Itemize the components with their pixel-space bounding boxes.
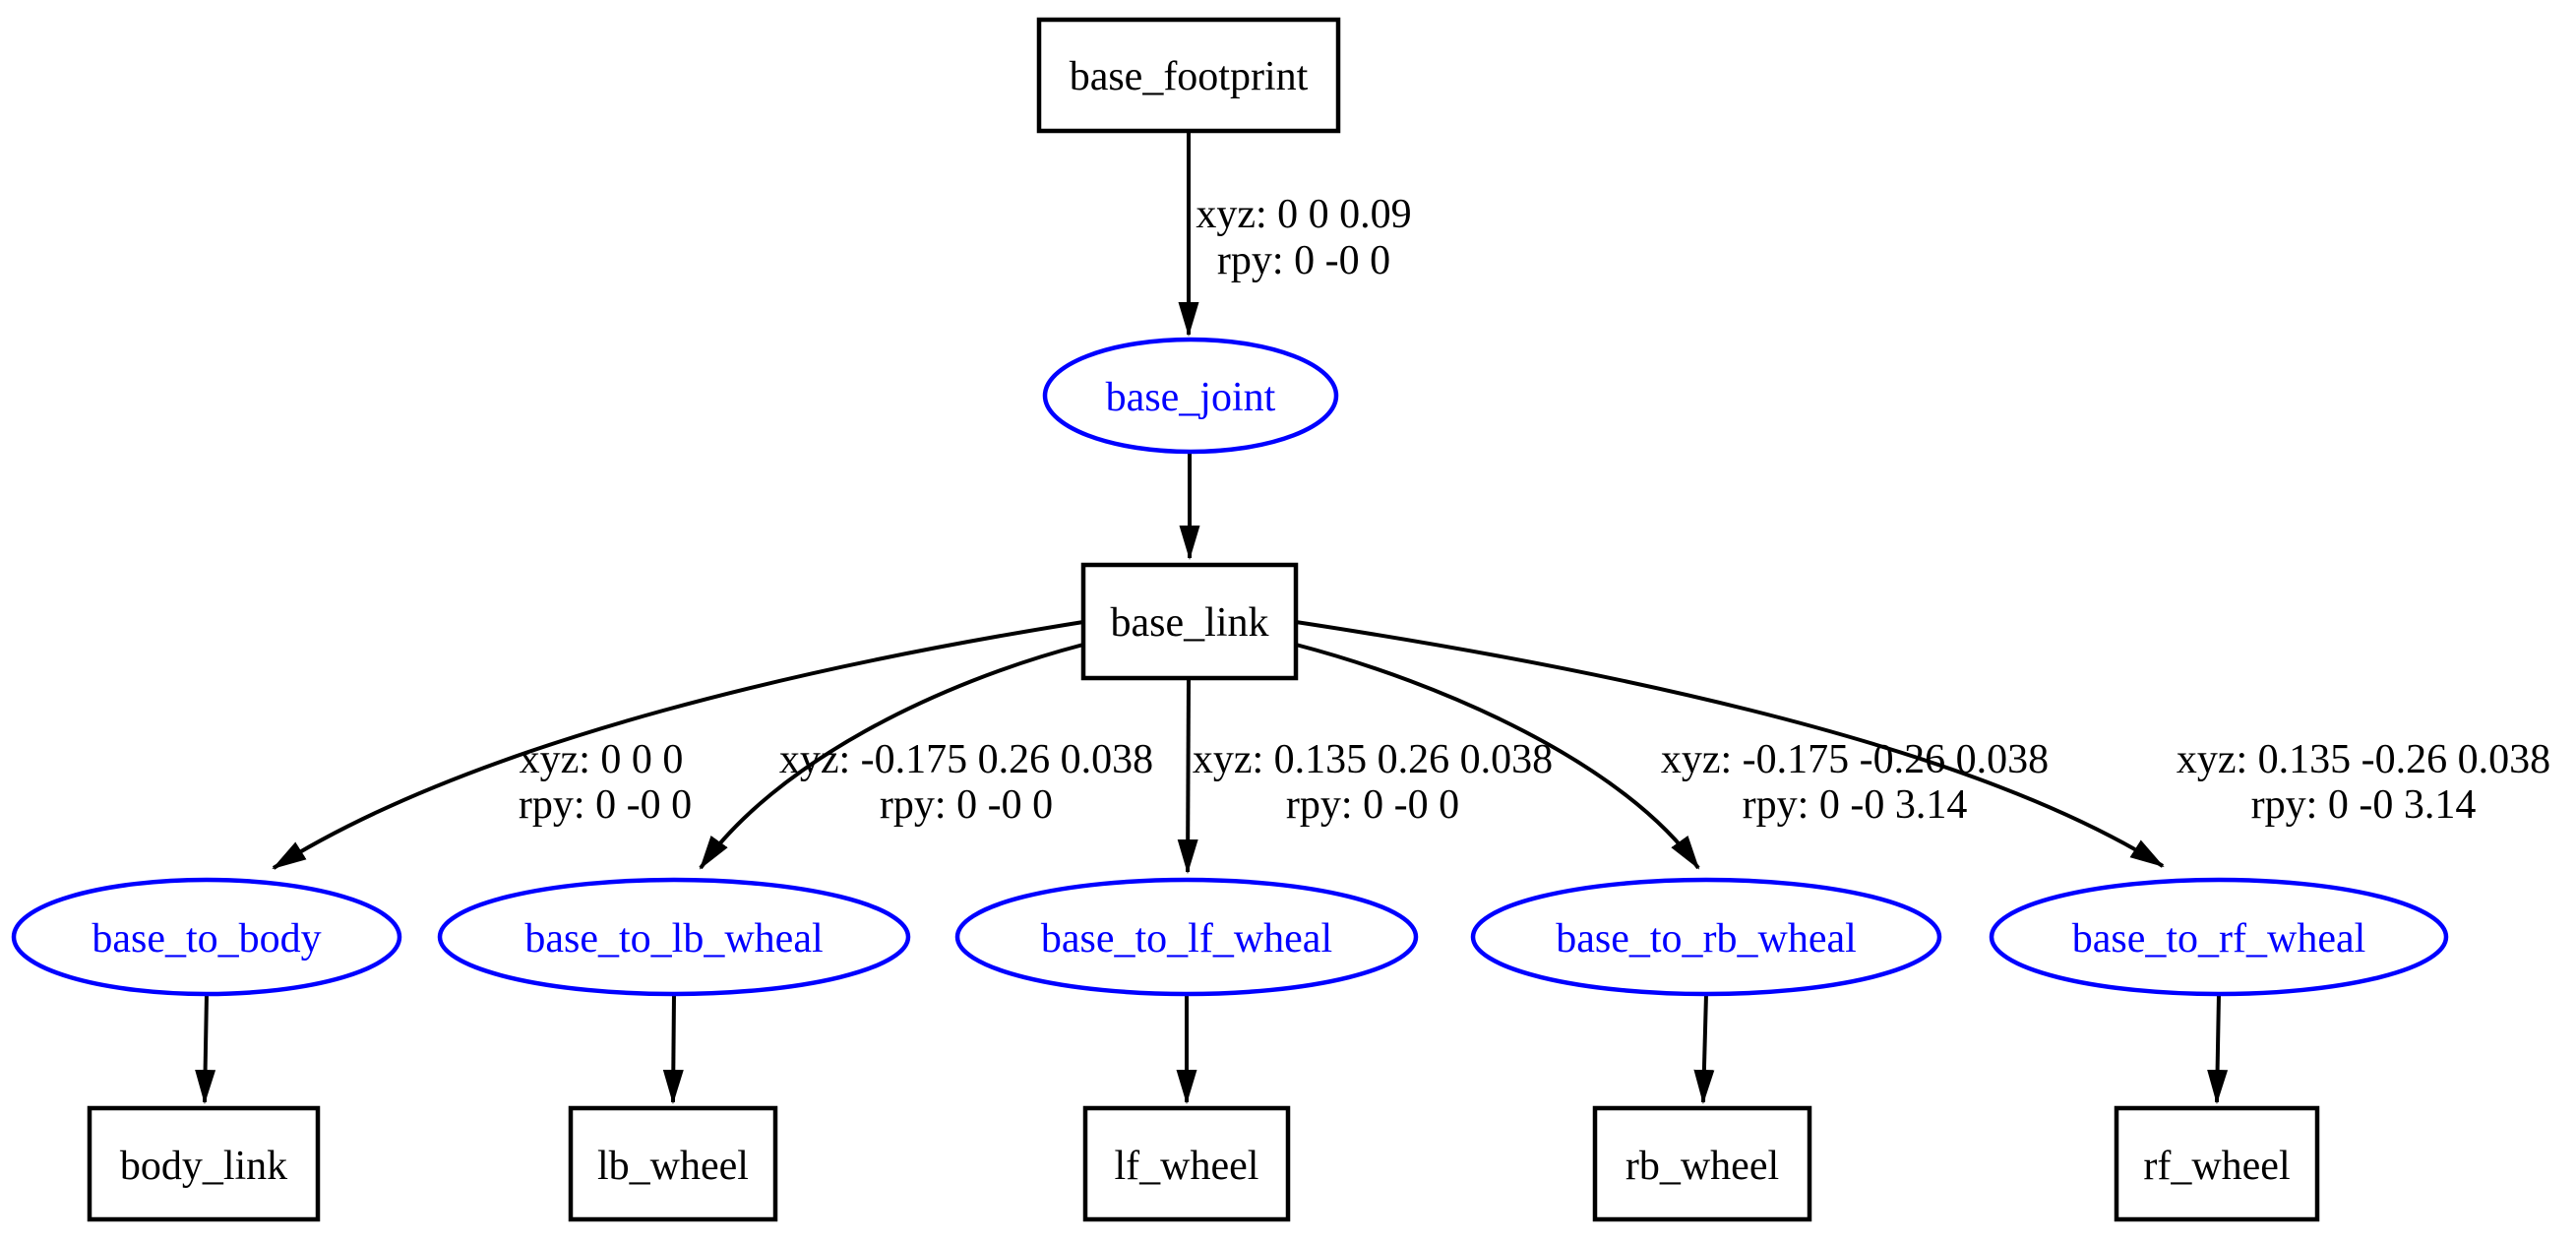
node-lb-wheel-box — [568, 1105, 778, 1222]
edge-base-to-body-to-body-link — [195, 993, 216, 1104]
node-base-footprint-box — [1036, 17, 1341, 134]
node-base-joint-ellipse — [1042, 337, 1339, 455]
edge-base-link-to-base-to-rb-wheal — [1295, 643, 1700, 870]
node-base-to-lb-wheal: base_to_lb_wheal — [437, 877, 911, 997]
edge-base-link-to-base-to-body — [272, 620, 1084, 870]
edge-label-base-to-rf-wheal-xyz: xyz: 0.135 -0.26 0.038 — [2177, 737, 2550, 782]
node-lf-wheel: lf_wheel — [1082, 1105, 1291, 1222]
node-base-link-box — [1080, 562, 1299, 681]
edge-label-base-to-lf-wheal-xyz: xyz: 0.135 0.26 0.038 — [1193, 737, 1553, 782]
edge-label-base-to-body-xyz: xyz: 0 0 0 — [520, 737, 684, 782]
node-lf-wheel-label: lf_wheel — [1115, 1144, 1259, 1189]
node-rb-wheel-label: rb_wheel — [1625, 1144, 1779, 1189]
edge-base-to-rb-wheal-to-rb-wheel — [1693, 993, 1715, 1104]
node-body-link: body_link — [87, 1105, 321, 1222]
node-base-to-rf-wheal: base_to_rf_wheal — [1989, 877, 2449, 997]
node-rb-wheel: rb_wheel — [1592, 1105, 1812, 1222]
node-base-to-body: base_to_body — [11, 877, 402, 997]
node-base-to-rb-wheal-label: base_to_rb_wheal — [1556, 916, 1857, 962]
node-rf-wheel-box — [2114, 1105, 2320, 1222]
node-base-footprint: base_footprint — [1036, 17, 1341, 134]
node-body-link-box — [87, 1105, 321, 1222]
node-base-joint-label: base_joint — [1106, 375, 1276, 420]
node-base-to-rf-wheal-ellipse — [1989, 877, 2449, 997]
edges — [195, 133, 2229, 1104]
node-base-footprint-label: base_footprint — [1070, 54, 1309, 99]
node-lb-wheel: lb_wheel — [568, 1105, 778, 1222]
edge-base-link-to-base-to-lf-wheal — [1177, 678, 1198, 874]
edge-label-base-to-rb-wheal-rpy: rpy: 0 -0 3.14 — [1743, 782, 1968, 828]
node-base-to-rb-wheal: base_to_rb_wheal — [1470, 877, 1942, 997]
node-base-link: base_link — [1080, 562, 1299, 681]
node-base-to-body-ellipse — [11, 877, 402, 997]
node-lf-wheel-box — [1082, 1105, 1291, 1222]
edge-label-base-to-rf-wheal-rpy: rpy: 0 -0 3.14 — [2251, 782, 2477, 828]
edge-label-base-joint-xyz: xyz: 0 0 0.09 — [1196, 192, 1411, 237]
node-body-link-label: body_link — [120, 1144, 287, 1189]
edge-label-base-to-lf-wheal-rpy: rpy: 0 -0 0 — [1286, 782, 1459, 828]
edge-label-base-joint-rpy: rpy: 0 -0 0 — [1217, 238, 1390, 283]
node-rb-wheel-box — [1592, 1105, 1812, 1222]
edge-label-base-to-lb-wheal-rpy: rpy: 0 -0 0 — [880, 782, 1053, 828]
edge-base-to-rf-wheal-to-rf-wheel — [2207, 993, 2229, 1104]
edge-labels: xyz: 0 0 0.09 rpy: 0 -0 0 xyz: 0 0 0 rpy… — [519, 192, 2550, 828]
edge-base-link-to-base-to-lb-wheal — [699, 643, 1084, 870]
edge-label-base-to-lb-wheal-xyz: xyz: -0.175 0.26 0.038 — [779, 737, 1153, 782]
node-base-to-lf-wheal: base_to_lf_wheal — [954, 877, 1419, 997]
edge-base-to-lb-wheal-to-lb-wheel — [662, 993, 684, 1104]
node-rf-wheel: rf_wheel — [2114, 1105, 2320, 1222]
node-base-joint: base_joint — [1042, 337, 1339, 455]
edge-label-base-to-rb-wheal-xyz: xyz: -0.175 -0.26 0.038 — [1661, 737, 2049, 782]
node-base-to-lf-wheal-ellipse — [954, 877, 1419, 997]
node-base-to-rf-wheal-label: base_to_rf_wheal — [2072, 916, 2366, 962]
node-base-link-label: base_link — [1111, 600, 1269, 646]
node-base-to-body-label: base_to_body — [92, 916, 321, 962]
node-base-to-rb-wheal-ellipse — [1470, 877, 1942, 997]
node-base-to-lb-wheal-label: base_to_lb_wheal — [524, 916, 823, 962]
edge-label-base-to-body-rpy: rpy: 0 -0 0 — [519, 782, 692, 828]
node-rf-wheel-label: rf_wheel — [2143, 1144, 2290, 1189]
node-lb-wheel-label: lb_wheel — [597, 1144, 749, 1189]
node-base-to-lf-wheal-label: base_to_lf_wheal — [1041, 916, 1332, 962]
node-base-to-lb-wheal-ellipse — [437, 877, 911, 997]
edge-base-link-to-base-to-rf-wheal — [1295, 620, 2165, 868]
